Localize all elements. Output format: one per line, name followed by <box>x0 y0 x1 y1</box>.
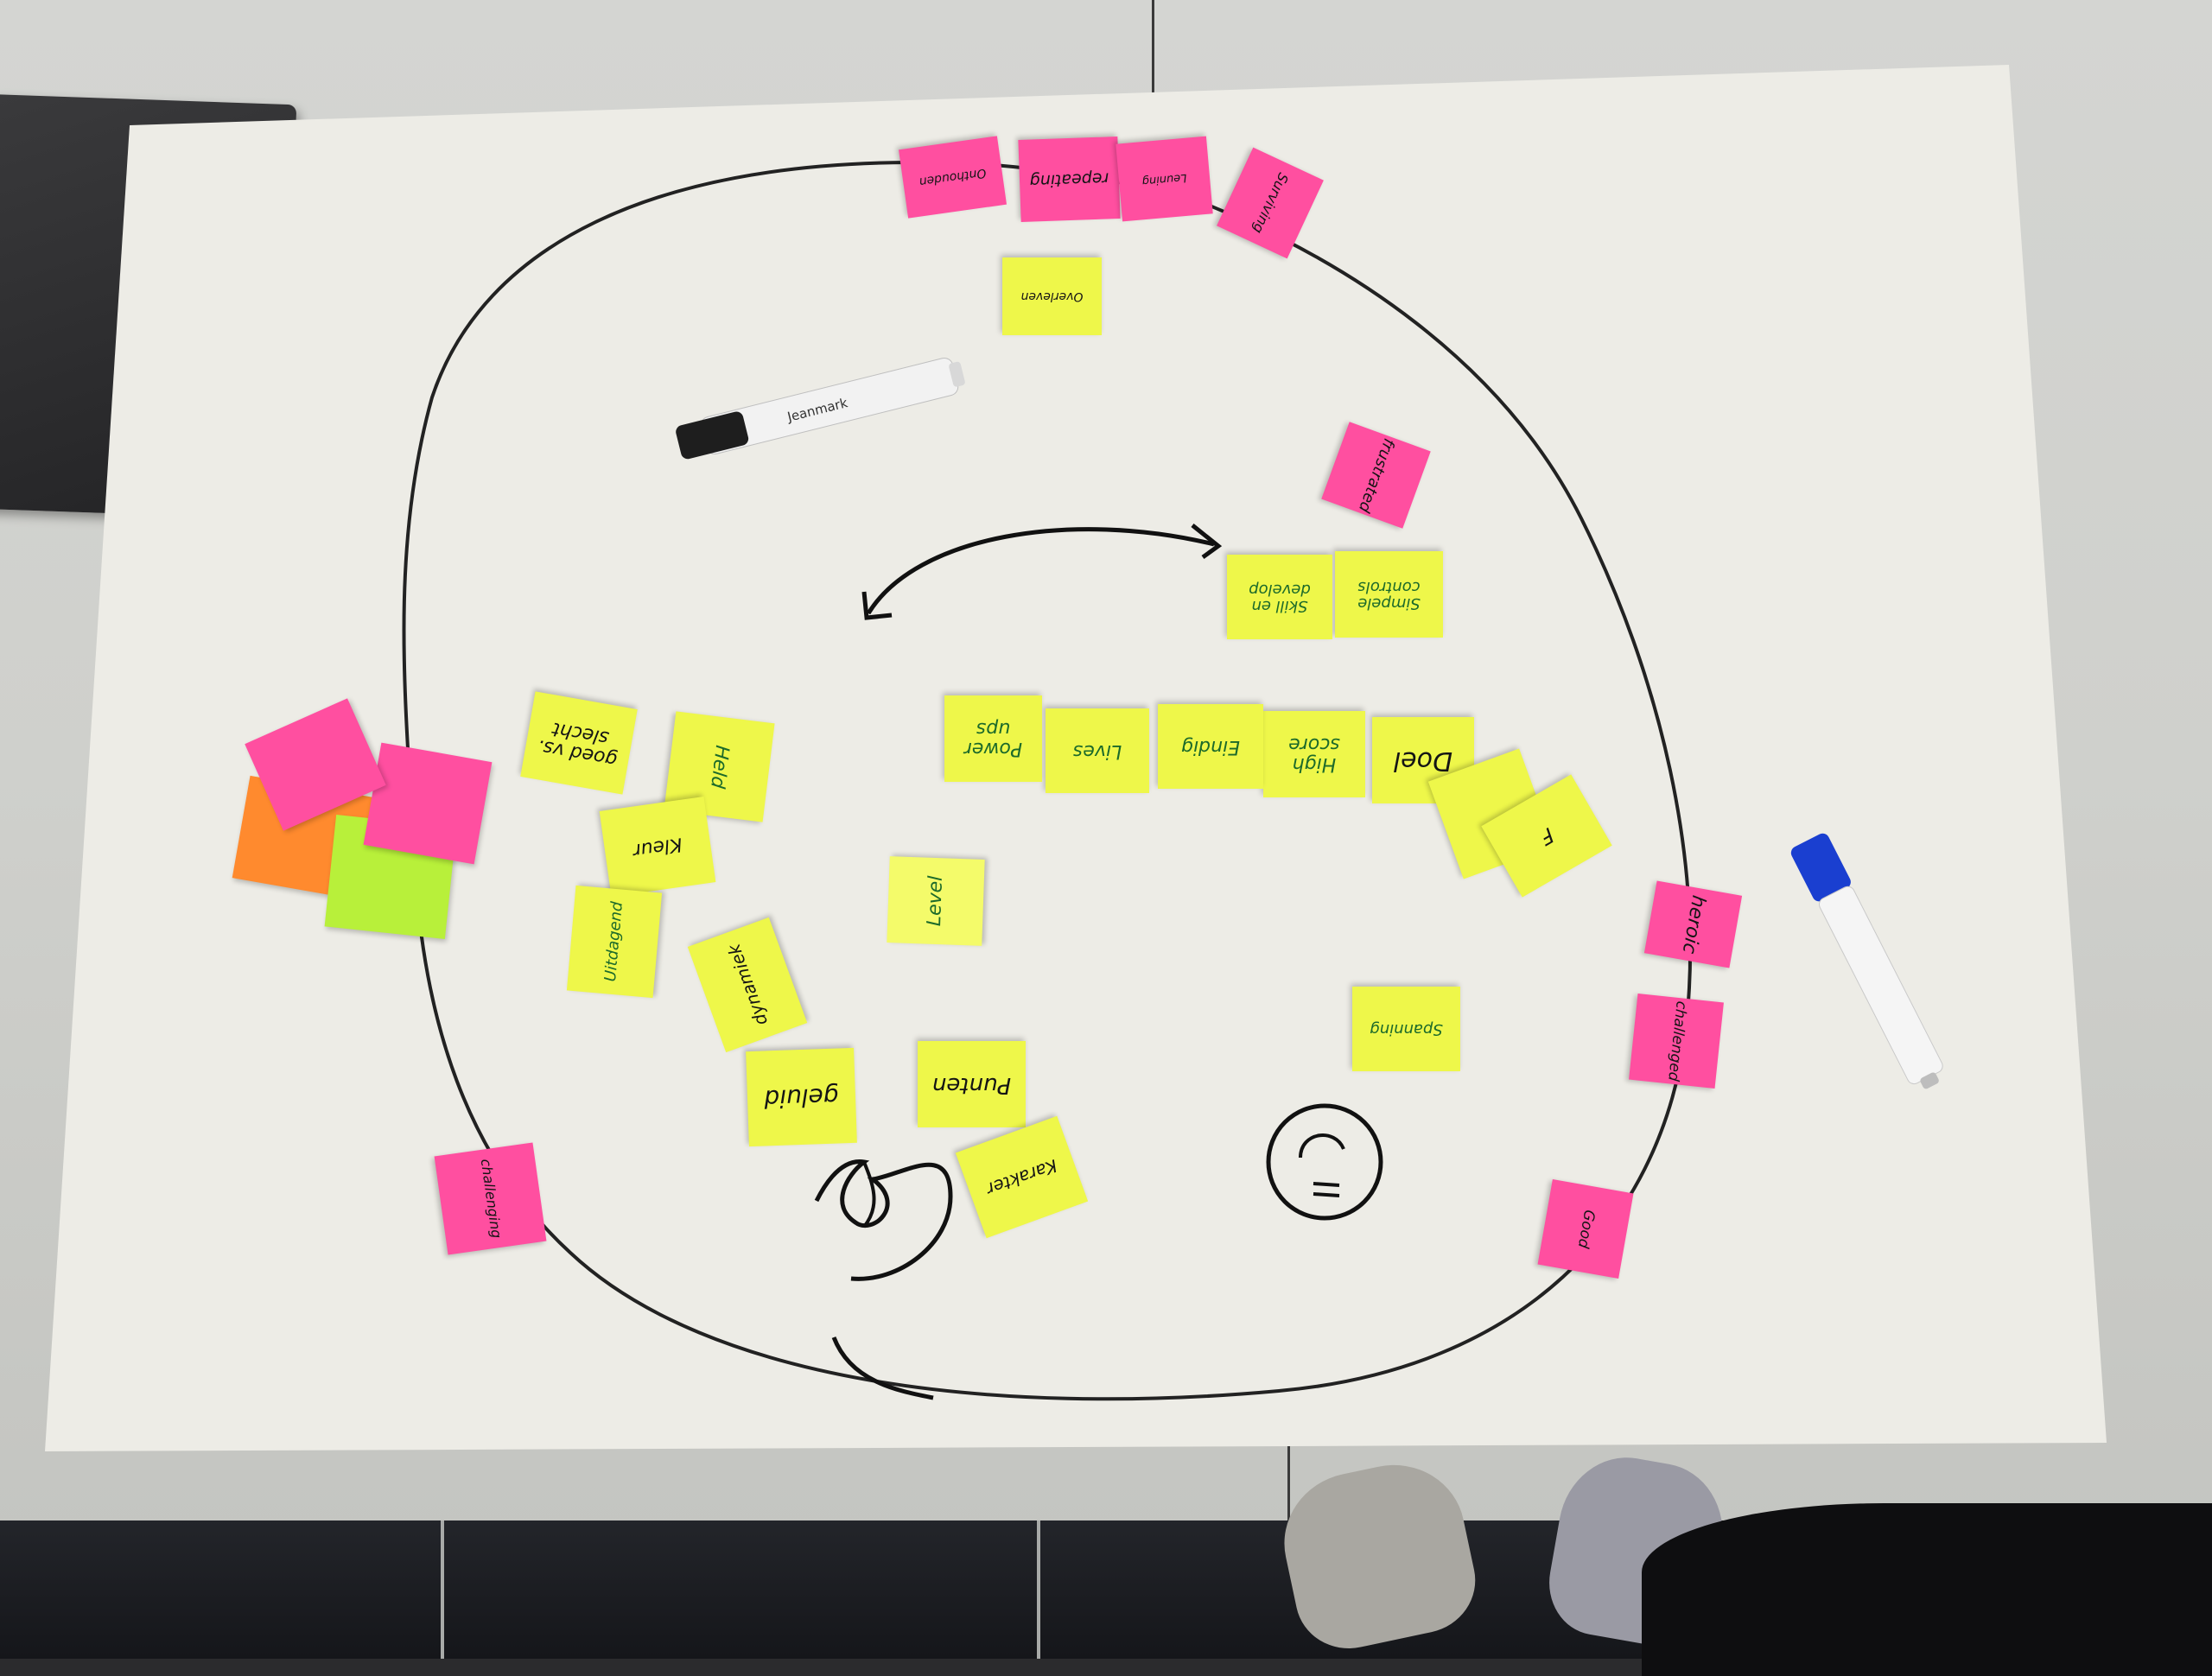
pen-stroke <box>831 1336 934 1400</box>
inner-note: Lives <box>1046 708 1149 793</box>
pacman-icon <box>814 1159 953 1281</box>
inner-note: Punten <box>918 1041 1026 1127</box>
rim-note: challenged <box>1629 994 1724 1089</box>
double-arrow-icon <box>861 524 1223 620</box>
inner-note: Uitdagend <box>566 885 663 999</box>
inner-note: Spanning <box>1352 987 1460 1071</box>
rim-note: challenging <box>434 1142 547 1255</box>
blue-marker <box>1790 833 1943 1089</box>
rim-note: Leuning <box>1116 136 1213 222</box>
blank-note <box>363 742 493 865</box>
floor-tile-line <box>441 1520 444 1659</box>
outer-loop <box>402 160 1693 1401</box>
floor-tile-line <box>1037 1520 1040 1659</box>
inner-note: Kleur <box>599 796 716 898</box>
ghost-face-icon <box>1266 1103 1383 1221</box>
inner-note: geluid <box>746 1047 857 1147</box>
sleeve <box>1642 1503 2212 1676</box>
rim-note: repeating <box>1018 136 1121 222</box>
inner-note: Skill en develop <box>1227 555 1332 639</box>
inner-note: goed vs. slecht <box>520 691 638 795</box>
inner-note: High score <box>1263 711 1365 797</box>
table-seam <box>1287 1434 1290 1538</box>
black-marker: Jeanmark <box>676 357 965 460</box>
inner-note: Power ups <box>944 695 1042 782</box>
inner-note: Simpele controls <box>1335 551 1443 638</box>
inner-note: Overleven <box>1002 257 1102 335</box>
inner-note: Eindig <box>1158 704 1263 789</box>
rim-note: Good <box>1537 1179 1634 1279</box>
rim-note: Onthouden <box>898 136 1007 219</box>
rim-note: heroic <box>1643 880 1743 968</box>
table-seam <box>1152 0 1154 95</box>
inner-note: Level <box>887 856 985 946</box>
